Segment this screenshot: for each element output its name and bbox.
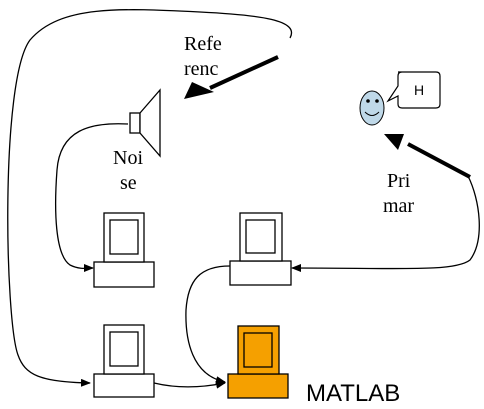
computer-icon: [93, 212, 155, 288]
matlab-label: MATLAB: [306, 380, 400, 407]
speech-bubble: H: [386, 71, 441, 109]
primary-microphone-icon: [384, 134, 471, 179]
reference-microphone-icon: [184, 55, 279, 99]
primary-mic-cable: [291, 175, 480, 273]
noise-label-line1: Noi: [113, 147, 143, 169]
matlab-computer-icon: [227, 325, 289, 399]
reference-label-line2: renc: [184, 58, 219, 80]
middle-to-matlab-cable: [185, 265, 231, 385]
speaker-icon: [129, 88, 161, 158]
smiley-face-icon: [359, 90, 385, 126]
computer-icon: [93, 324, 155, 398]
computer-icon: [229, 212, 292, 286]
noise-label-line2: se: [120, 172, 137, 194]
primary-label-line1: Pri: [387, 170, 411, 192]
bottom-to-matlab-cable: [153, 380, 226, 389]
speech-bubble-text: H: [414, 82, 424, 98]
primary-label-line2: mar: [383, 195, 414, 217]
reference-label-line1: Refe: [184, 33, 222, 55]
speaker-cable: [54, 123, 129, 273]
reference-mic-cable: [7, 9, 293, 387]
